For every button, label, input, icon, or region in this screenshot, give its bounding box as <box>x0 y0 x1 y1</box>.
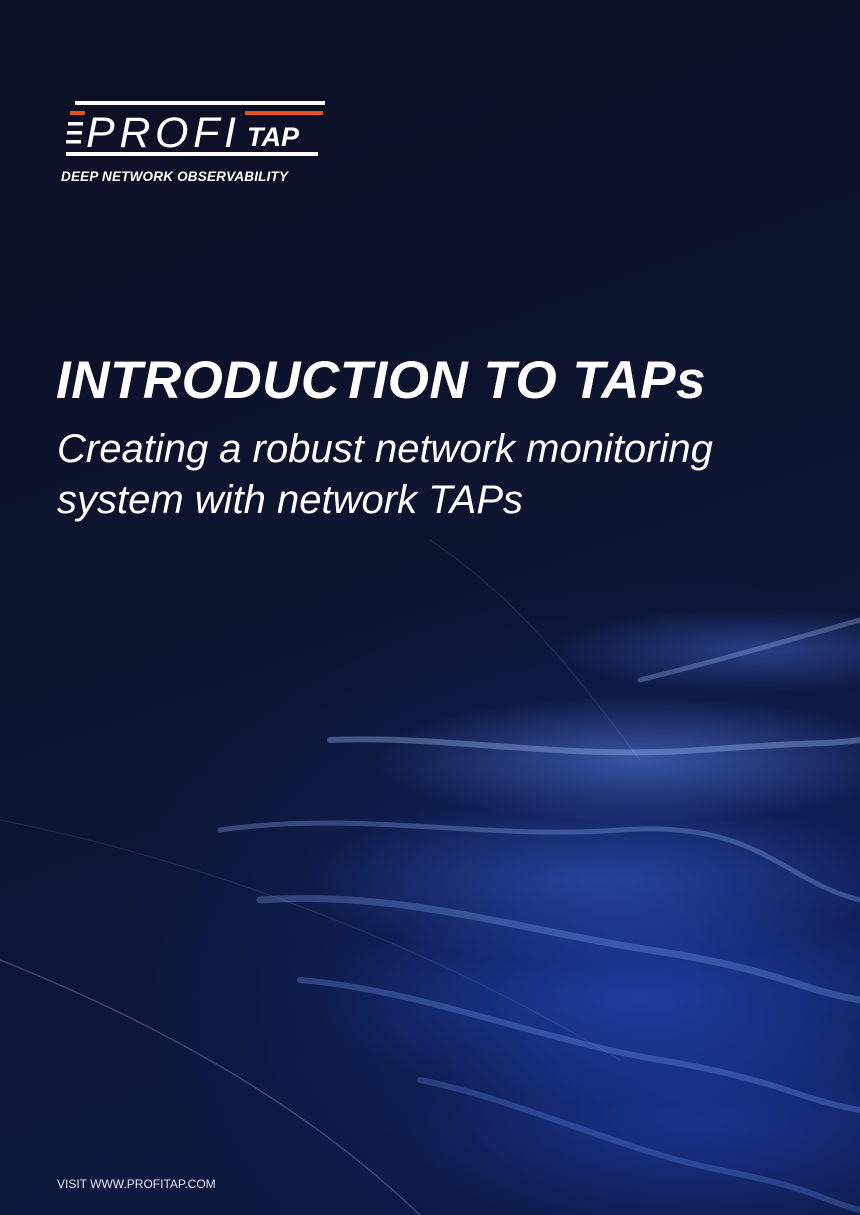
svg-text:PROFI: PROFI <box>86 109 236 157</box>
logo-tagline: DEEP NETWORK OBSERVABILITY <box>61 169 289 184</box>
website-link[interactable]: VISIT WWW.PROFITAP.COM <box>57 1177 216 1191</box>
profitap-logo: PROFI TAP <box>60 95 340 195</box>
document-subtitle: Creating a robust network monitoring sys… <box>57 424 817 526</box>
subtitle-line: Creating a robust network monitoring <box>57 427 713 471</box>
document-title: INTRODUCTION TO TAPs <box>56 351 706 410</box>
subtitle-line: system with network TAPs <box>57 478 524 522</box>
svg-text:TAP: TAP <box>247 122 300 152</box>
